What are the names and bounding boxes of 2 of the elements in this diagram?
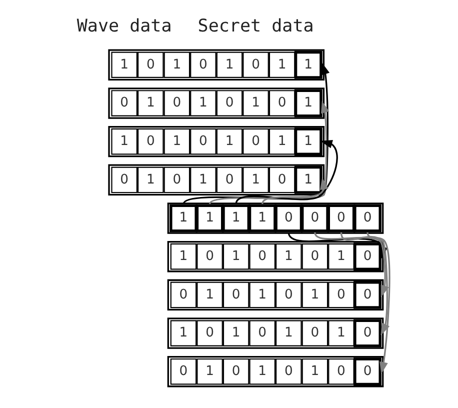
label: Wave data [76, 16, 172, 36]
label: Secret data [197, 16, 314, 36]
